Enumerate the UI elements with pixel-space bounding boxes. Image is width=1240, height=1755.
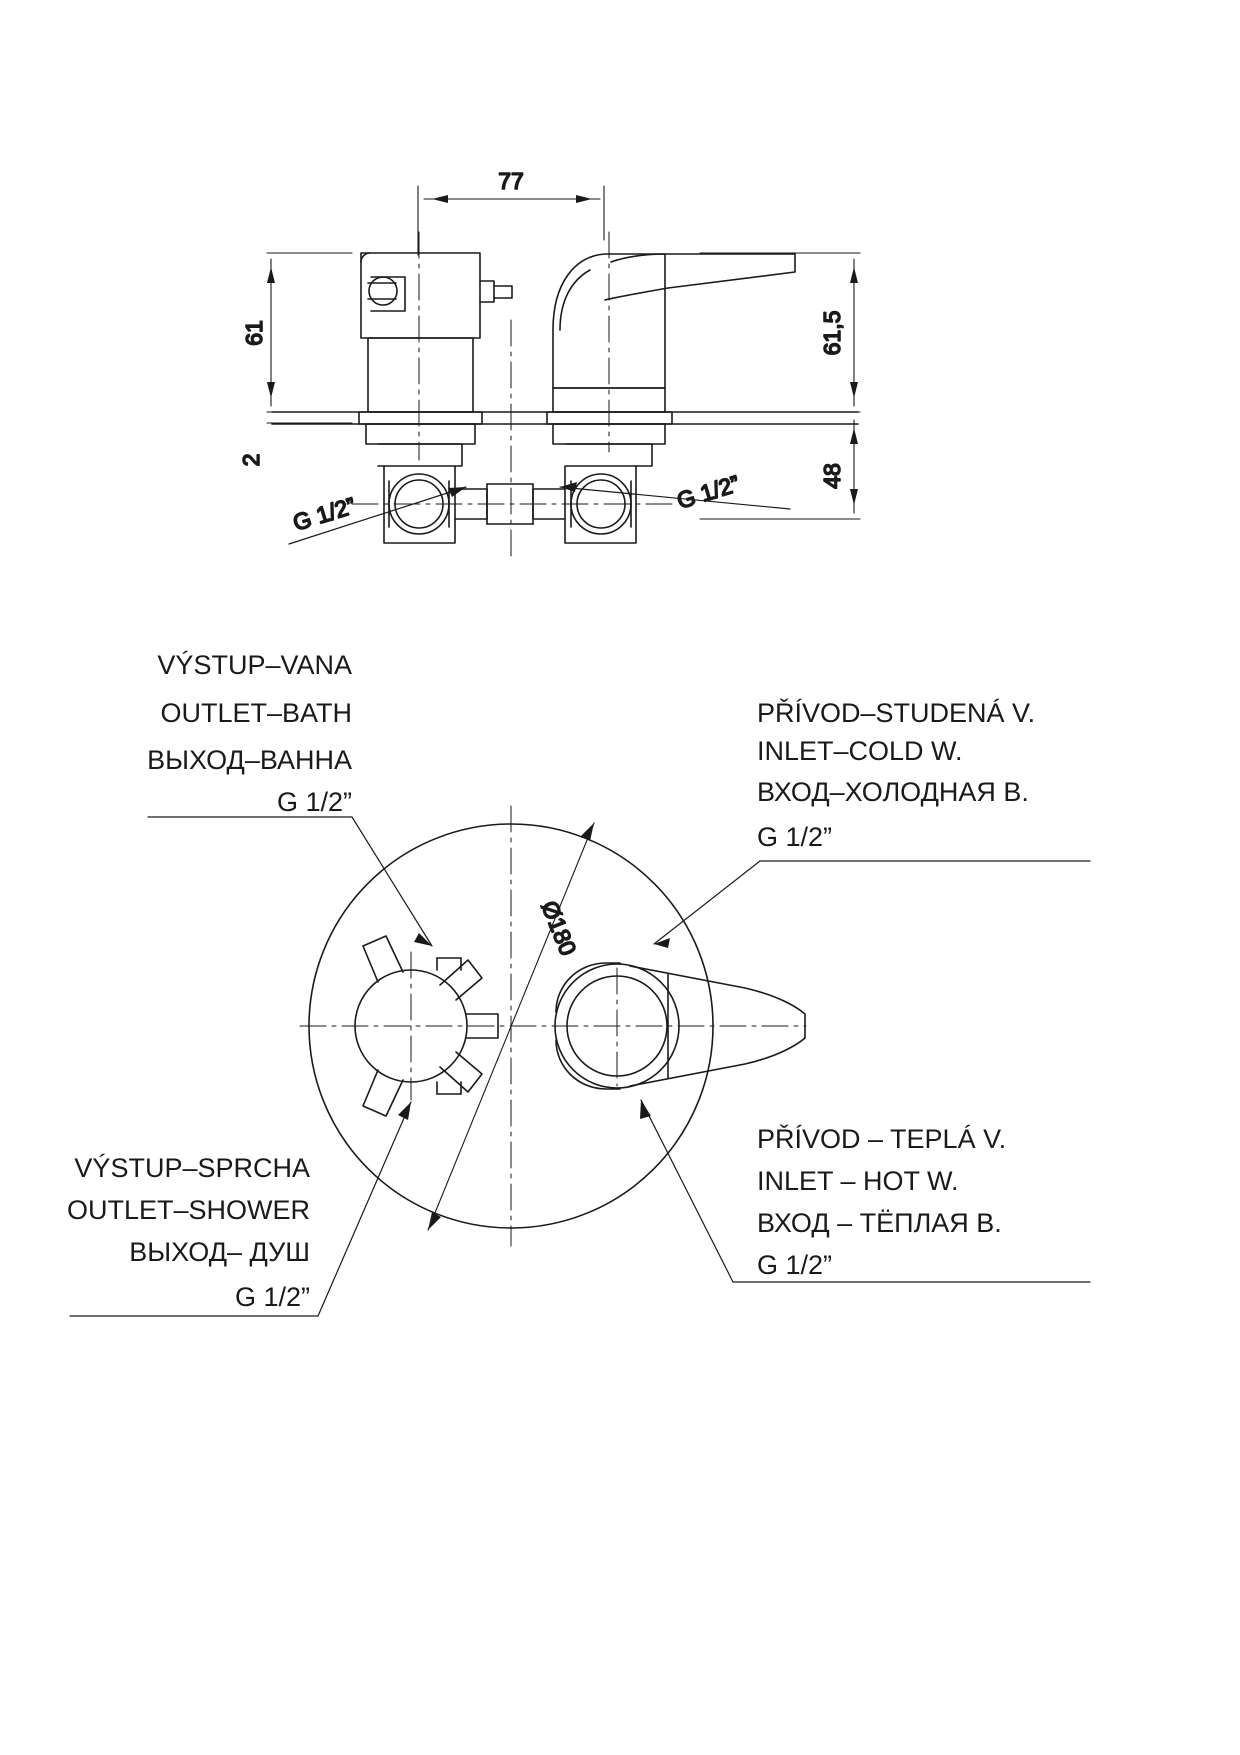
callout-outlet-bath-line2: OUTLET–BATH — [160, 698, 352, 728]
diameter-180-label: Ø180 — [536, 897, 581, 959]
callout-texts: VÝSTUP–VANA OUTLET–BATH ВЫХОД–ВАННА G 1/… — [67, 650, 1035, 1312]
callout-inlet-hot-line4: G 1/2” — [757, 1250, 832, 1280]
callout-outlet-bath-line4: G 1/2” — [277, 787, 352, 817]
dimension-48-lines — [699, 419, 861, 520]
callout-outlet-shower-line4: G 1/2” — [235, 1282, 310, 1312]
right-valve-elevation — [546, 253, 796, 467]
callout-inlet-hot-line1: PŘÍVOD – TEPLÁ V. — [757, 1123, 1006, 1154]
dimension-2-label: 2 — [238, 454, 264, 467]
dimension-77-lines — [417, 185, 605, 256]
dimension-48-label: 48 — [819, 463, 845, 489]
callout-outlet-shower: VÝSTUP–SPRCHA OUTLET–SHOWER ВЫХОД– ДУШ G… — [67, 1153, 310, 1312]
callout-inlet-cold-line4: G 1/2” — [757, 822, 832, 852]
center-lines-front — [299, 805, 807, 1247]
callout-inlet-hot-line3: ВХОД – ТЁПЛАЯ В. — [757, 1208, 1002, 1238]
callout-outlet-bath: VÝSTUP–VANA OUTLET–BATH ВЫХОД–ВАННА G 1/… — [147, 650, 352, 817]
left-valve-elevation — [358, 252, 513, 467]
callout-inlet-cold-line2: INLET–COLD W. — [757, 736, 963, 766]
dimension-61-5-label: 61,5 — [819, 311, 845, 356]
dimension-2-lines — [266, 411, 353, 424]
dimension-77-label: 77 — [498, 168, 524, 194]
callout-inlet-cold-line3: ВХОД–ХОЛОДНАЯ В. — [757, 777, 1029, 807]
callout-inlet-cold: PŘÍVOD–STUDENÁ V. INLET–COLD W. ВХОД–ХОЛ… — [757, 697, 1035, 852]
dimension-61-lines — [266, 252, 353, 413]
thread-label-right: G 1/2” — [674, 470, 743, 514]
callout-outlet-bath-line3: ВЫХОД–ВАННА — [147, 745, 352, 775]
thread-label-left: G 1/2” — [290, 492, 359, 536]
center-lines-elevation — [351, 231, 673, 561]
callout-inlet-hot: PŘÍVOD – TEPLÁ V. INLET – HOT W. ВХОД – … — [757, 1123, 1006, 1280]
callout-inlet-hot-line2: INLET – HOT W. — [757, 1166, 959, 1196]
callout-outlet-shower-line3: ВЫХОД– ДУШ — [129, 1237, 310, 1267]
callout-leaders — [69, 816, 1091, 1317]
thread-leader-lines — [288, 482, 791, 545]
callout-outlet-shower-line1: VÝSTUP–SPRCHA — [74, 1153, 310, 1183]
dimension-61-label: 61 — [241, 320, 267, 346]
callout-inlet-cold-line1: PŘÍVOD–STUDENÁ V. — [757, 697, 1035, 728]
callout-outlet-shower-line2: OUTLET–SHOWER — [67, 1195, 310, 1225]
callout-outlet-bath-line1: VÝSTUP–VANA — [157, 650, 352, 680]
